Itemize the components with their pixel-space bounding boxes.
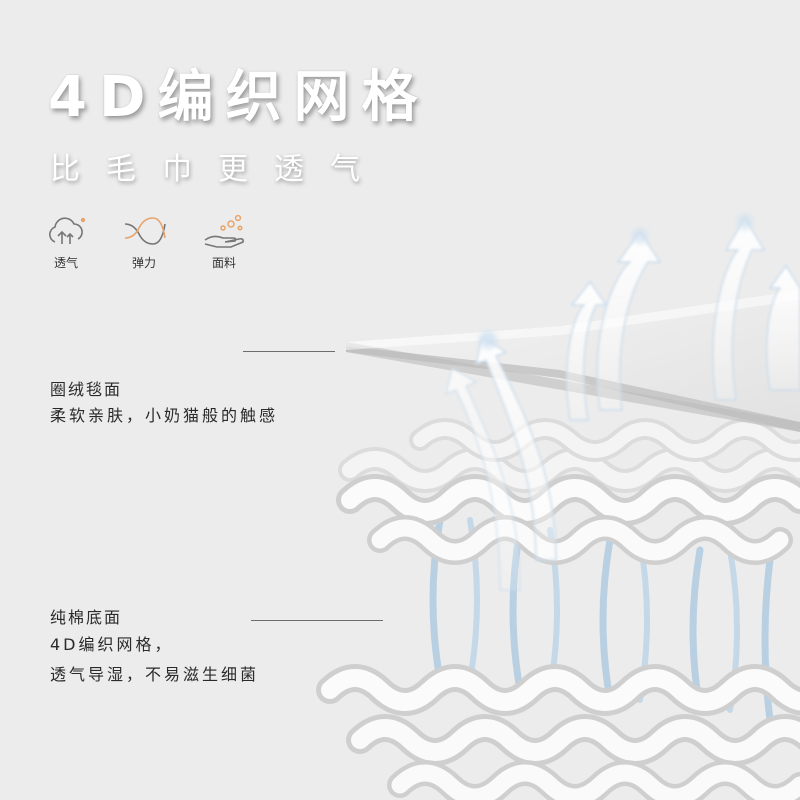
top-layer-title: 圈绒毯面 (50, 380, 123, 399)
feature-elastic: 弹力 (114, 214, 174, 271)
page-title: 4D编织网格 (48, 65, 430, 130)
top-layer-leader-line (243, 351, 335, 352)
airflow-arrows (444, 214, 800, 591)
feature-label-elastic: 弹力 (131, 256, 156, 270)
bottom-layer-description-line1: 4D编织网格， (50, 635, 174, 654)
feature-label-fabric: 面料 (211, 256, 236, 270)
elastic-wave-icon (124, 217, 166, 245)
hand-fabric-icon (204, 214, 244, 248)
top-layer-description: 柔软亲肤，小奶猫般的触感 (50, 406, 279, 425)
bottom-layer-description-line2: 透气导湿，不易滋生细菌 (50, 665, 260, 684)
mesh-back-rows (338, 418, 800, 493)
bottom-layer-leader-line (251, 620, 383, 621)
page-subtitle: 比毛巾更透气 (50, 152, 386, 187)
cloud-breathable-icon (49, 217, 86, 244)
feature-label-breathable: 透气 (53, 256, 78, 270)
bottom-layer-title: 纯棉底面 (50, 608, 123, 627)
mesh-front-rows (316, 474, 800, 800)
feature-fabric: 面料 (194, 214, 254, 271)
feature-breathable: 透气 (36, 214, 96, 271)
